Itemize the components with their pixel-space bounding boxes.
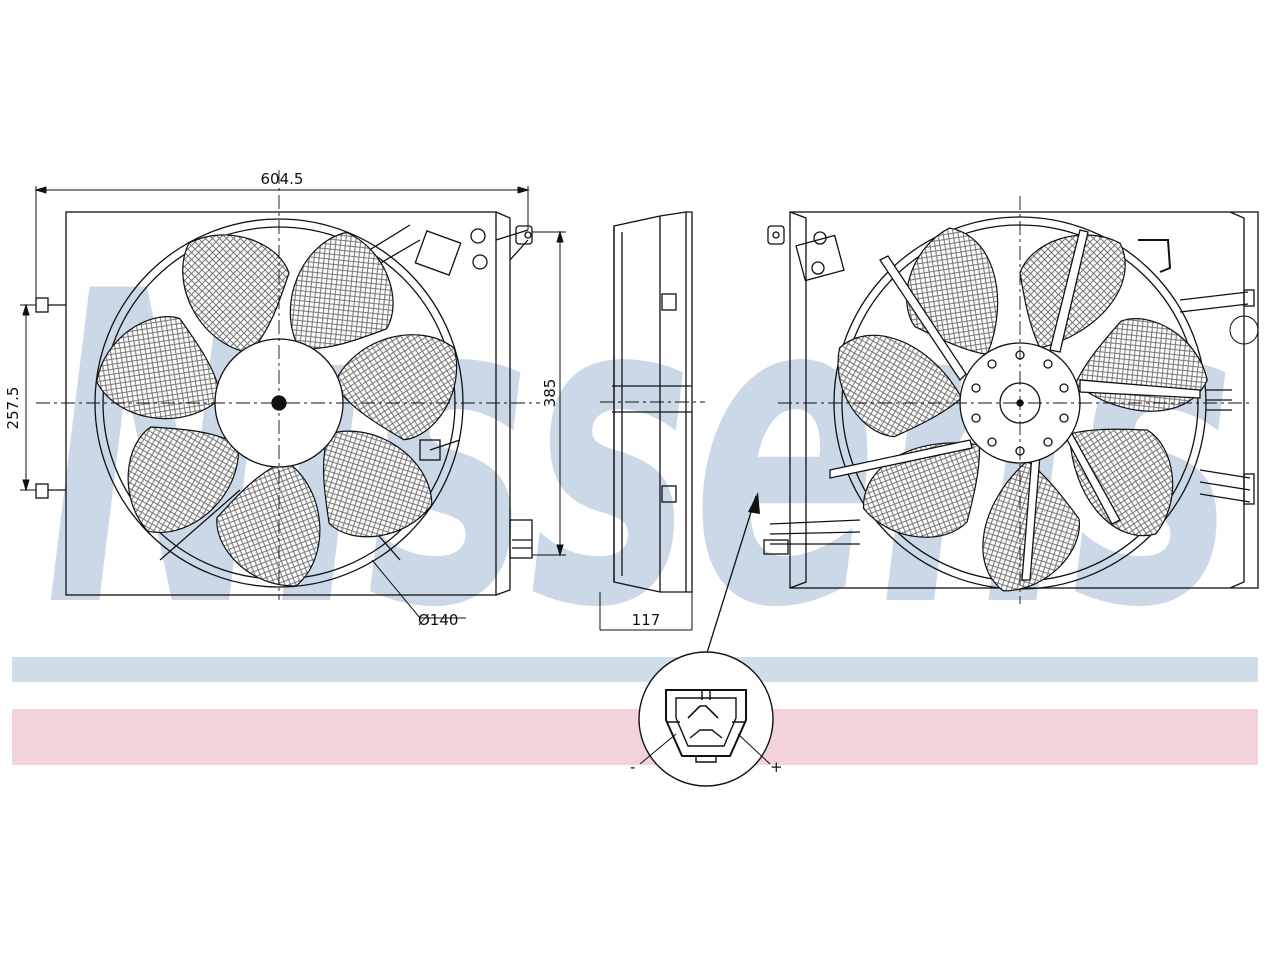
fan-diameter-label: Ø140 xyxy=(418,611,458,629)
dimension-lines xyxy=(20,186,566,619)
connector-plus-label: + xyxy=(770,758,783,776)
blue-band xyxy=(12,657,1258,682)
red-band xyxy=(12,709,1258,765)
connector-minus-label: - xyxy=(630,758,635,776)
front-shroud xyxy=(65,211,497,596)
side-view xyxy=(599,211,705,631)
depth-label: 117 xyxy=(632,611,661,629)
connector-detail xyxy=(638,651,774,787)
rear-struts xyxy=(829,229,1201,581)
rear-view xyxy=(705,196,1259,657)
connector-detail-circle xyxy=(638,651,774,787)
front-fan-blades xyxy=(85,221,464,597)
height-label: 385 xyxy=(541,379,559,408)
front-view xyxy=(35,170,540,600)
bolt-height-label: 257.5 xyxy=(4,387,22,430)
connector-leader-arrow xyxy=(748,492,760,514)
overall-width-label: 604.5 xyxy=(261,170,304,188)
